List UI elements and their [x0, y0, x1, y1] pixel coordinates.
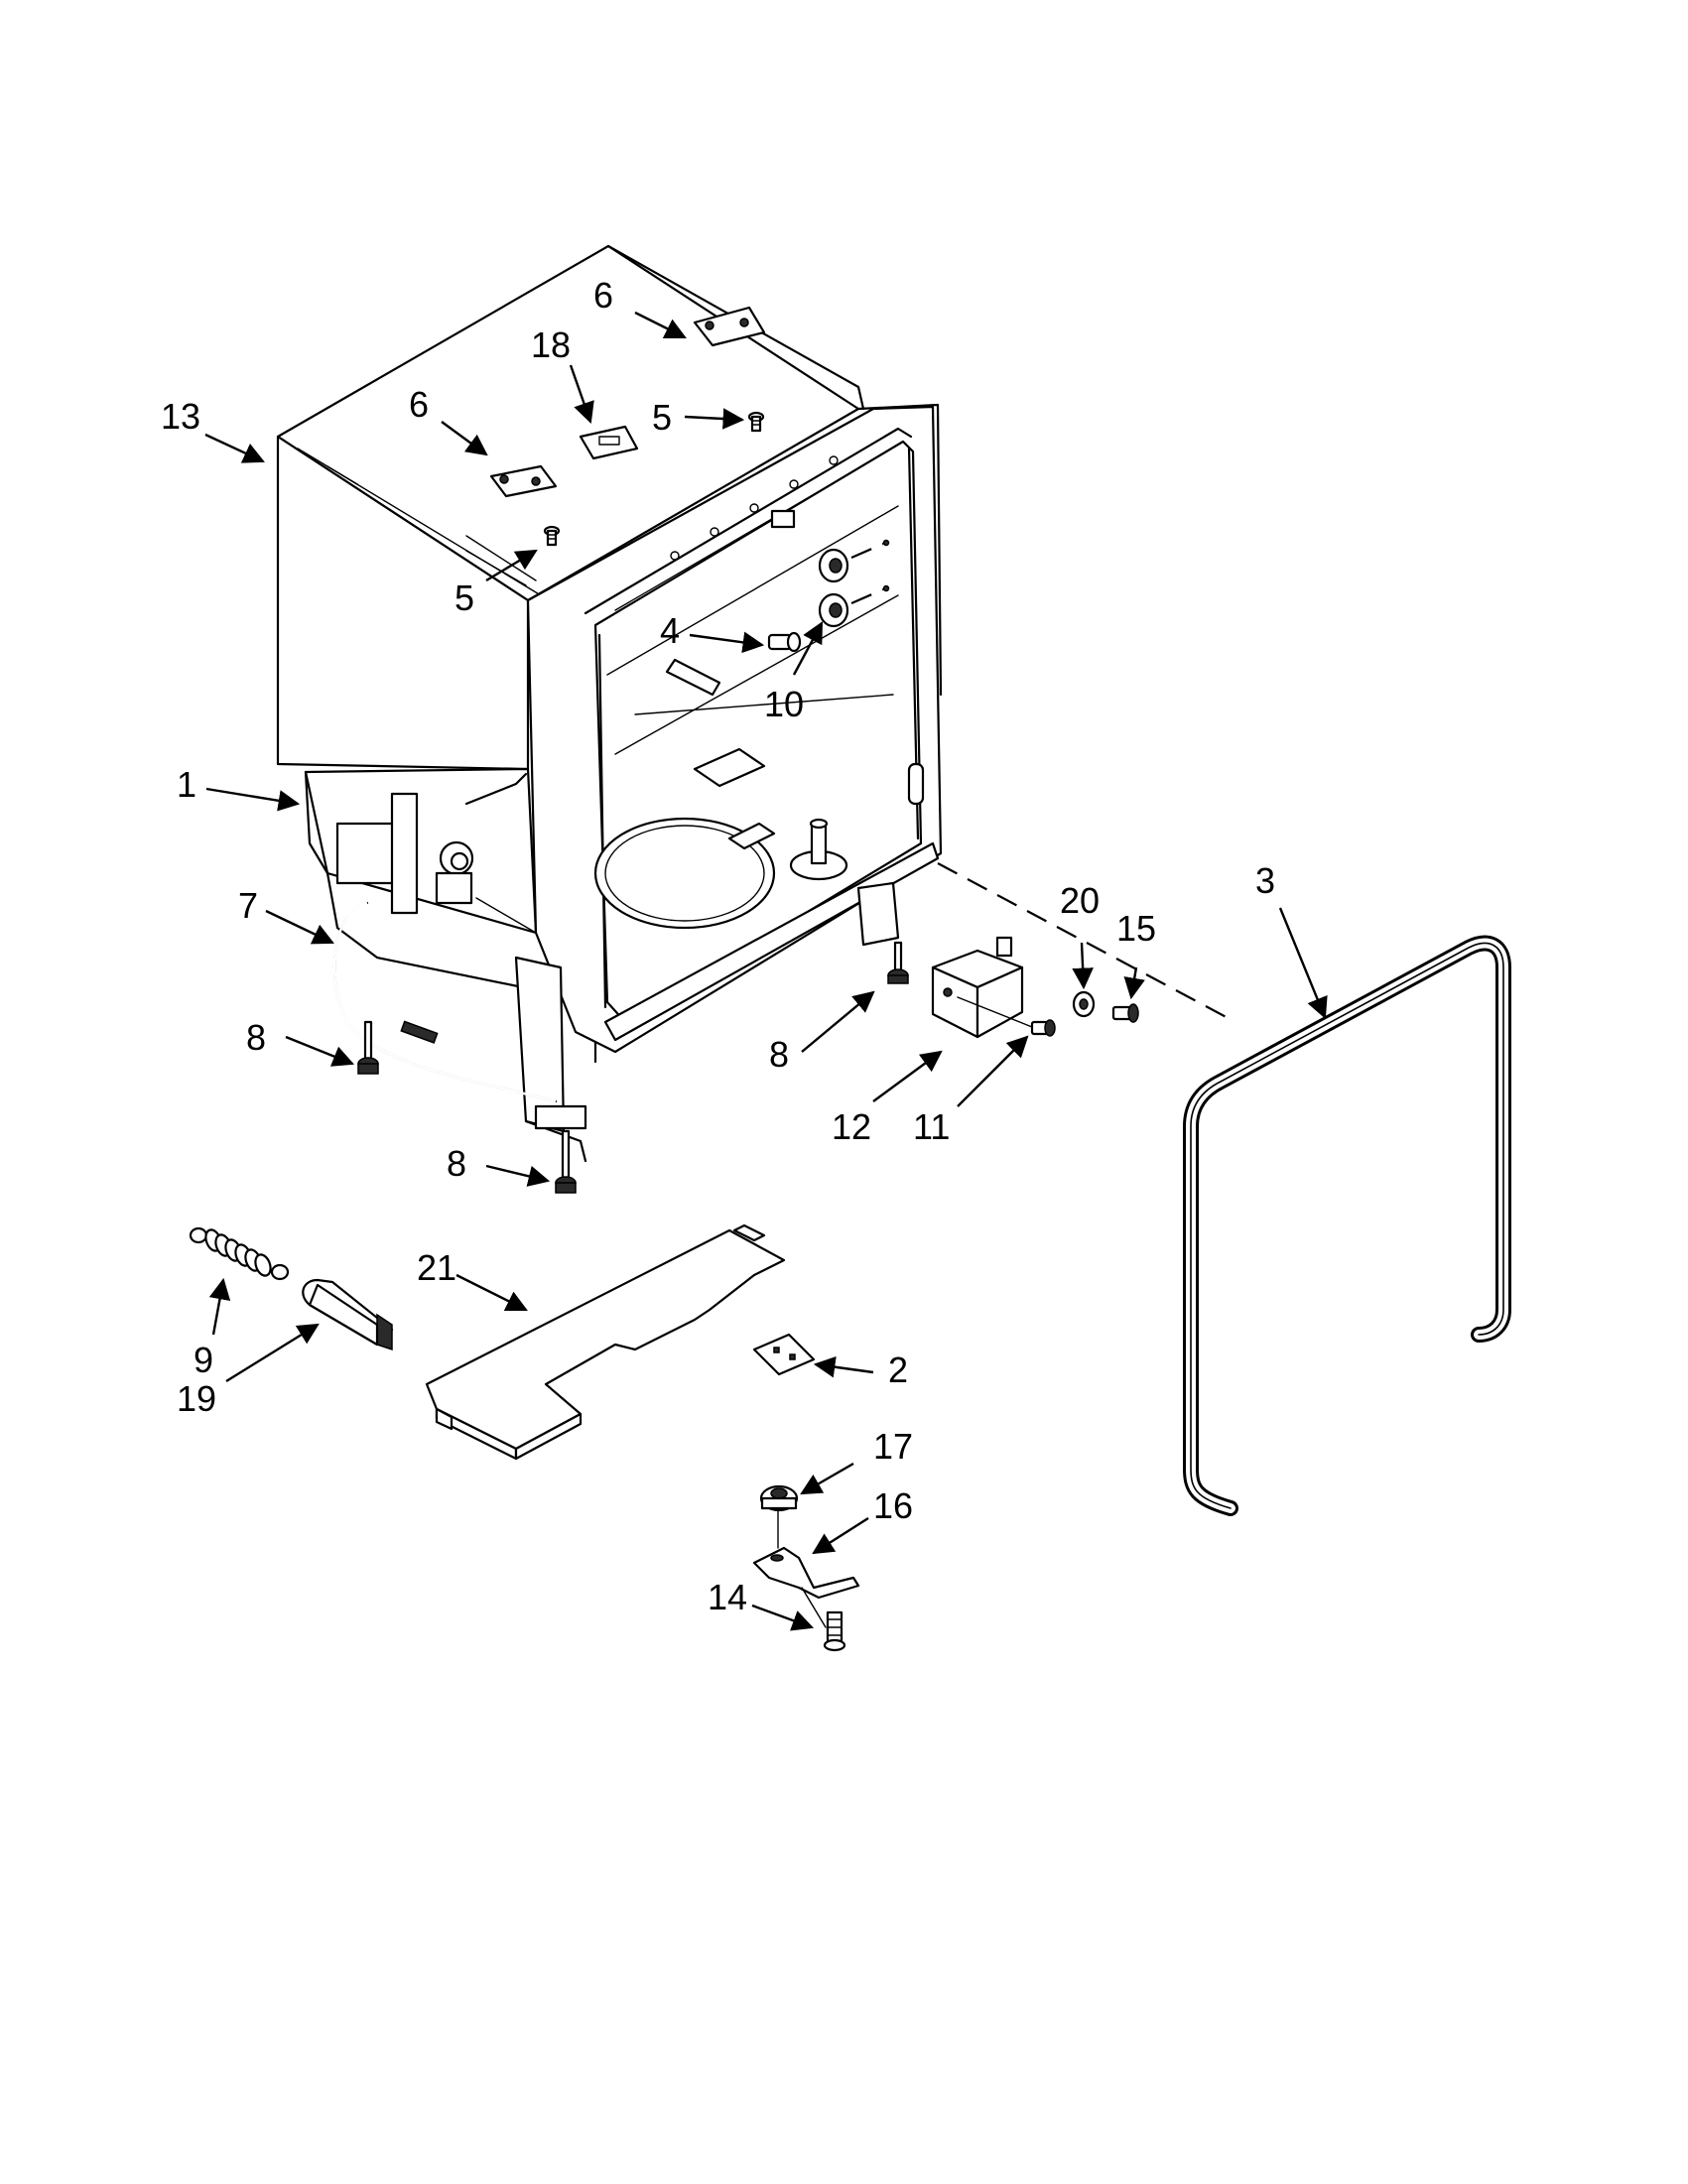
callout-13: 13 [161, 396, 200, 437]
callout-7: 7 [238, 885, 258, 926]
bracket-part-16 [752, 1546, 860, 1600]
callout-21: 21 [417, 1247, 456, 1288]
callout-2: 2 [888, 1349, 908, 1390]
callout-19: 19 [177, 1378, 216, 1419]
screw-part-14 [823, 1610, 846, 1652]
hinge-bracket-right [693, 306, 766, 347]
washer-part-20 [1072, 990, 1096, 1018]
callout-3: 3 [1255, 860, 1275, 901]
callout-12: 12 [832, 1106, 871, 1147]
rack-roller-lower [818, 592, 849, 628]
leveling-leg-center [555, 1129, 577, 1194]
plate-part-2 [752, 1333, 816, 1376]
spring-cover-part-19 [302, 1278, 394, 1351]
clip-part-18 [579, 425, 639, 460]
leveling-leg-left [357, 1020, 379, 1075]
door-gasket-part-3 [1183, 935, 1511, 1516]
screw-part-5-lower [543, 525, 561, 547]
callout-15: 15 [1116, 908, 1156, 949]
callout-5-upper: 5 [652, 397, 672, 438]
callout-20: 20 [1060, 880, 1100, 921]
callout-8-bottom: 8 [447, 1143, 466, 1184]
callout-1: 1 [177, 764, 196, 805]
mounting-bracket-part-12 [931, 936, 1024, 1039]
spring-part-9 [189, 1226, 290, 1281]
screw-part-11 [1030, 1019, 1056, 1037]
callout-14: 14 [708, 1577, 747, 1617]
callout-8-left: 8 [246, 1017, 266, 1058]
callout-4: 4 [660, 610, 680, 651]
callout-18: 18 [531, 324, 571, 365]
callout-arrows [204, 311, 1328, 1631]
screw-part-15 [1111, 1003, 1139, 1023]
callout-6-right: 6 [593, 275, 613, 316]
drain-hose [332, 901, 558, 1103]
callout-8-right: 8 [769, 1034, 789, 1075]
callout-9: 9 [194, 1340, 213, 1380]
hinge-bracket-left [489, 464, 558, 498]
rack-roller-upper [818, 548, 849, 583]
callout-6-left: 6 [409, 384, 429, 425]
roller-bolt [767, 631, 802, 653]
toe-panel-part-21 [425, 1223, 786, 1461]
callout-16: 16 [873, 1485, 913, 1526]
thermostat-part-17 [759, 1484, 799, 1512]
callout-labels: 13 6 6 18 5 5 4 10 1 7 8 8 8 12 11 20 15… [161, 275, 1275, 1617]
leveling-leg-right [887, 941, 909, 984]
screw-part-5-upper [747, 411, 765, 433]
tub-assembly [276, 244, 943, 1163]
callout-11: 11 [913, 1106, 950, 1147]
callout-10: 10 [764, 684, 804, 724]
callout-5-lower: 5 [454, 578, 474, 618]
callout-17: 17 [873, 1426, 913, 1467]
